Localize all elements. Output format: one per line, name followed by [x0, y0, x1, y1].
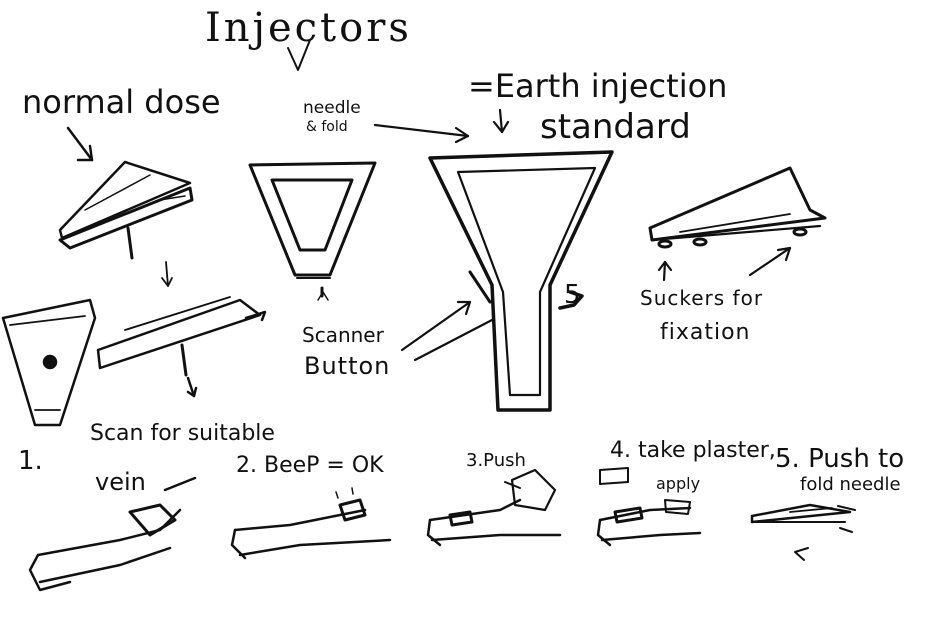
normal-dose-device	[58, 160, 194, 260]
earth-standard-injector	[428, 150, 614, 412]
needle-fold-device	[248, 161, 377, 301]
label-fold: & fold	[306, 119, 348, 135]
label-button: Button	[304, 352, 391, 380]
label-scanner: Scanner	[302, 323, 384, 347]
arrow-suckers	[657, 246, 792, 282]
arrow-earth-standard	[492, 108, 510, 134]
sucker-device	[648, 166, 827, 249]
step4-label-apply: apply	[656, 474, 701, 493]
title-flourish	[287, 39, 311, 71]
step3-label: 3.Push	[466, 450, 526, 471]
label-fixation: fixation	[660, 320, 751, 345]
step1-label: Scan for suitable	[90, 421, 275, 446]
label-normal-dose: normal dose	[22, 83, 221, 121]
label-earth-injection: =Earth injection	[468, 67, 728, 105]
step4-illustration	[596, 467, 702, 547]
arrow-needle-fold	[373, 123, 470, 144]
left-device-open	[1, 298, 97, 427]
flat-device-open	[96, 296, 267, 398]
step5-label: 5. Push to	[775, 444, 905, 474]
step5-label-fold: fold needle	[800, 474, 901, 495]
label-needle: needle	[303, 98, 361, 118]
step2-illustration	[230, 487, 392, 560]
arrow-scanner-button	[400, 300, 494, 362]
arrow-normal-dose	[66, 126, 94, 162]
label-side-number: 5	[564, 280, 581, 310]
step5-illustration	[750, 503, 856, 561]
label-suckers: Suckers for	[640, 286, 764, 310]
step1-illustration	[28, 476, 197, 592]
step2-label: 2. BeeP = OK	[236, 453, 384, 478]
step4-label: 4. take plaster,	[610, 438, 776, 463]
step1-label-vein: vein	[95, 468, 146, 496]
arrow-down-left	[161, 261, 173, 287]
step1-number: 1.	[18, 446, 43, 476]
label-standard: standard	[540, 107, 691, 147]
page-title: Injectors	[205, 5, 412, 51]
step3-illustration	[426, 468, 562, 547]
